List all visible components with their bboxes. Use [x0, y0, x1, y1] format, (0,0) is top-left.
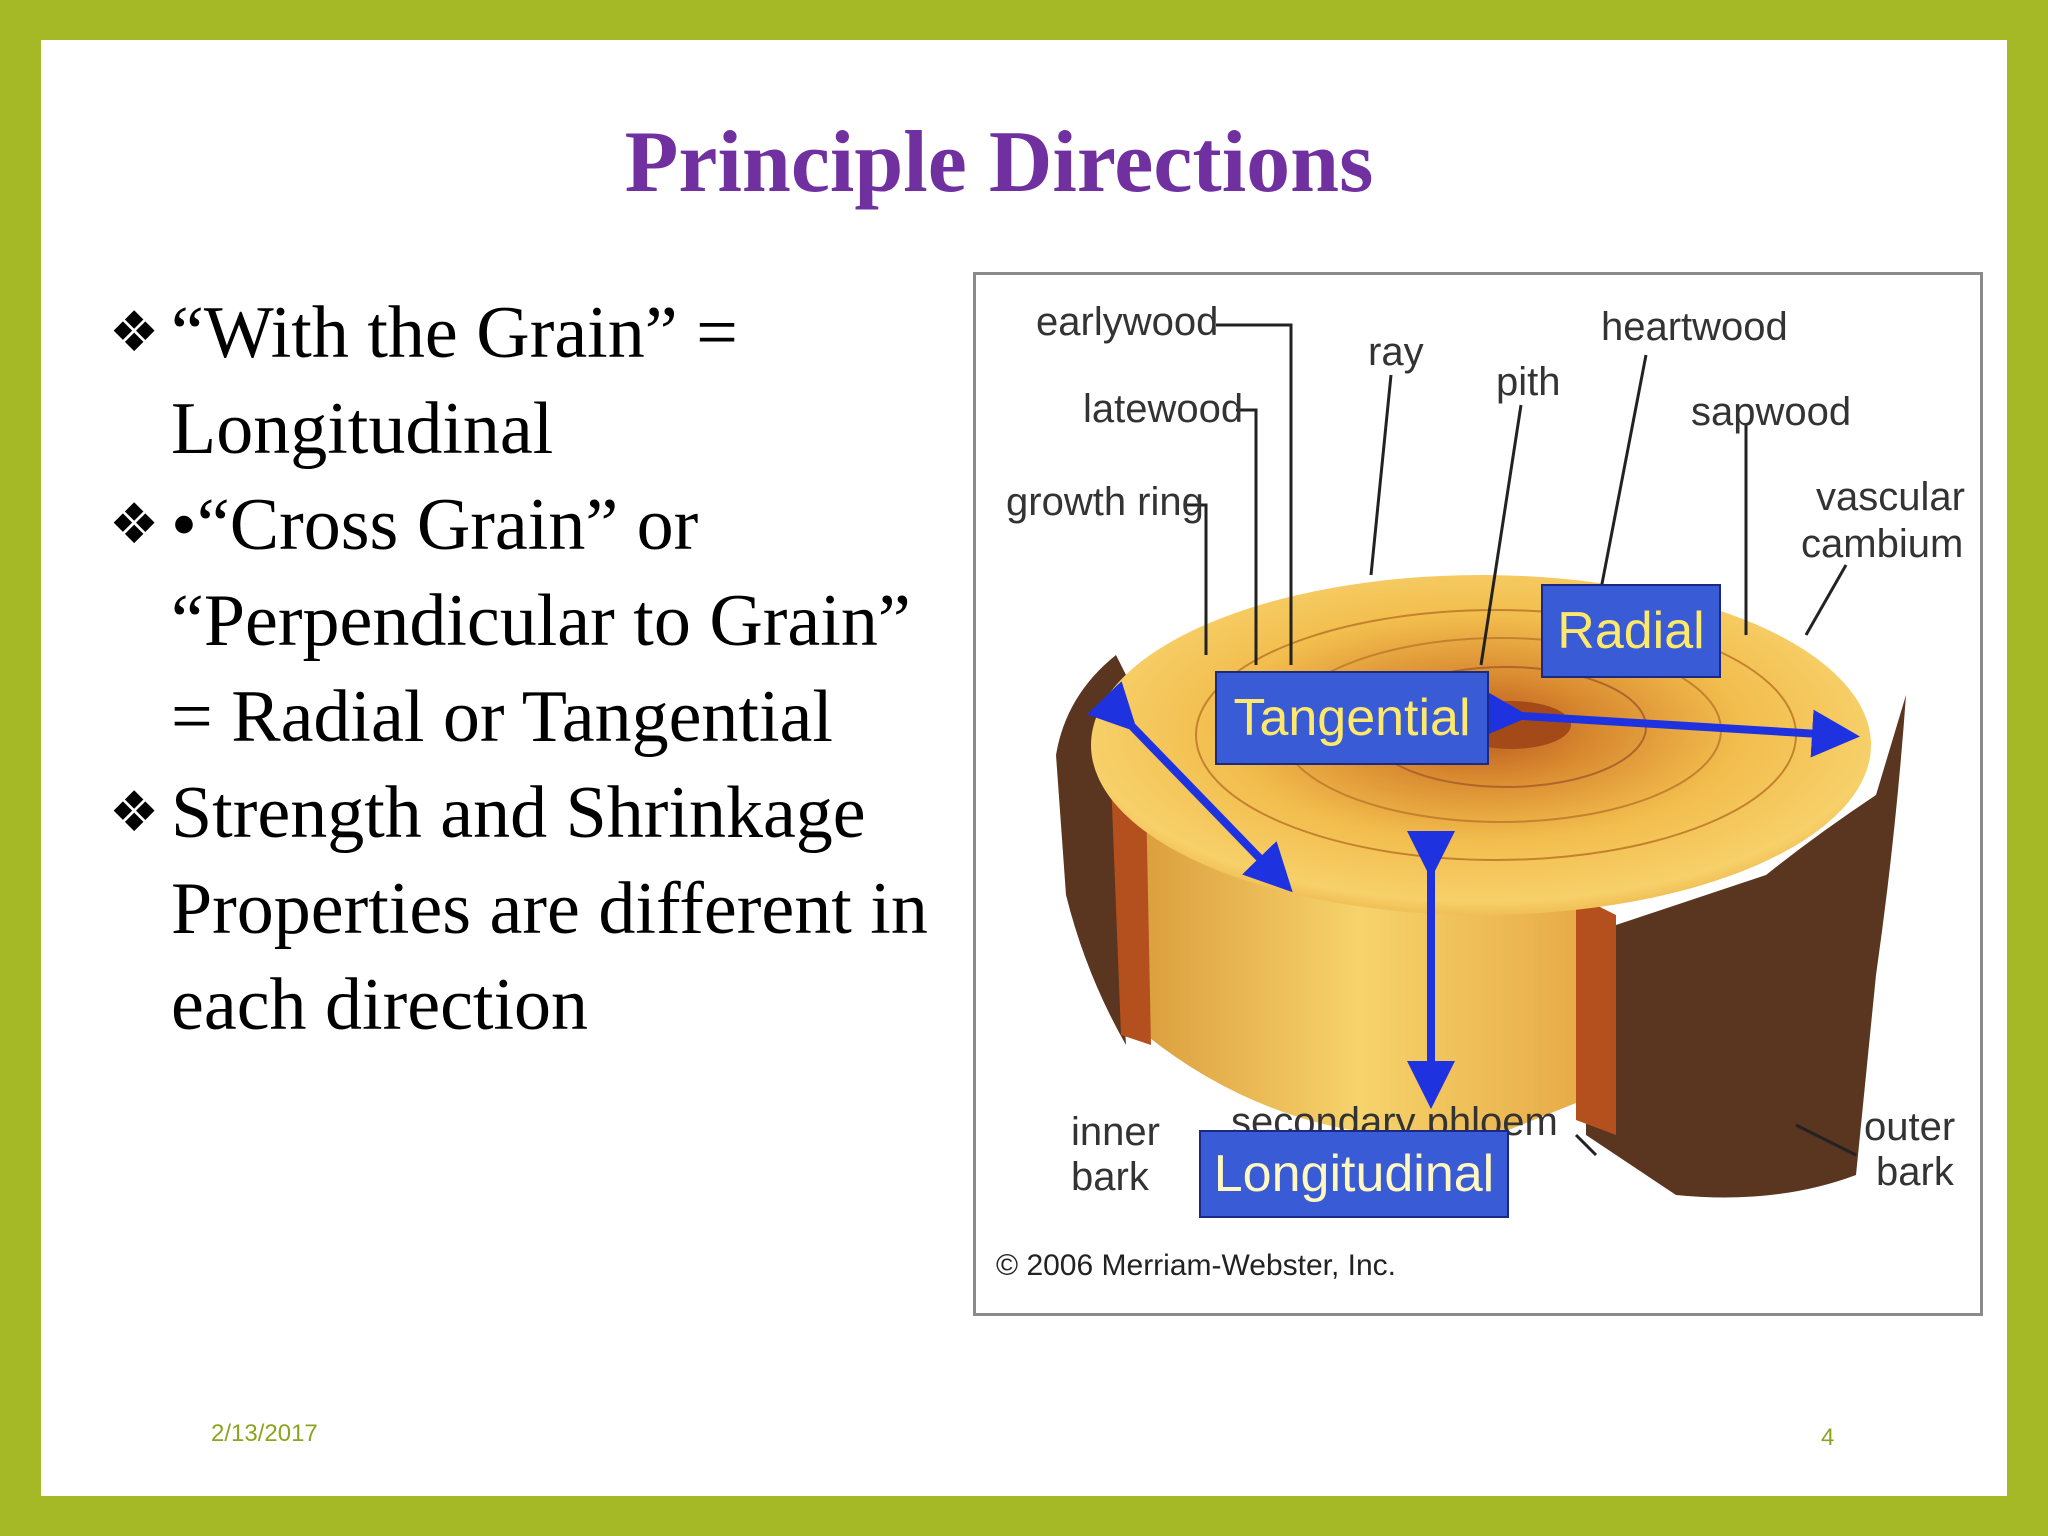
label-outer: outer	[1864, 1105, 1955, 1149]
label-outer-bark: bark	[1876, 1150, 1955, 1194]
diamond-bullet-icon: ❖	[109, 300, 160, 365]
label-inner-bark: bark	[1071, 1155, 1150, 1199]
copyright-notice: © 2006 Merriam-Webster, Inc.	[996, 1249, 1396, 1282]
tangential-arrow	[1087, 681, 1293, 893]
tangential-box	[1215, 671, 1489, 765]
bullet-item: ❖“With the Grain” = Longitudinal	[109, 285, 931, 477]
footer-page-number: 4	[1821, 1424, 1835, 1451]
longitudinal-box	[1199, 1130, 1509, 1218]
diamond-bullet-icon: ❖	[109, 780, 160, 845]
diamond-bullet-icon: ❖	[109, 492, 160, 557]
label-growth-ring: growth ring	[1006, 480, 1204, 524]
inner-bark-right	[1576, 895, 1616, 1135]
tree-trunk-diagram: earlywood latewood growth ring ray pith …	[973, 272, 1983, 1316]
tangential-label: Tangential	[1233, 689, 1470, 747]
trunk-illustration: earlywood latewood growth ring ray pith …	[996, 300, 1965, 1282]
footer-date: 2/13/2017	[211, 1420, 318, 1447]
label-sapwood: sapwood	[1691, 390, 1851, 434]
label-heartwood: heartwood	[1601, 305, 1788, 349]
bullet-item: ❖Strength and Shrinkage Properties are d…	[109, 765, 931, 1053]
bullet-text: •“Cross Grain” or “Perpendicular to Grai…	[171, 484, 911, 758]
radial-arrow	[1480, 689, 1860, 758]
label-pith: pith	[1496, 360, 1561, 404]
label-inner: inner	[1071, 1110, 1160, 1154]
bullet-text: “With the Grain” = Longitudinal	[171, 292, 738, 470]
direction-arrows	[1087, 681, 1860, 1109]
label-cambium: cambium	[1801, 522, 1963, 566]
slide-title: Principle Directions	[624, 114, 1374, 211]
label-ray: ray	[1368, 330, 1424, 374]
bullet-text: Strength and Shrinkage Properties are di…	[171, 772, 928, 1046]
longitudinal-label: Longitudinal	[1214, 1145, 1494, 1203]
radial-label: Radial	[1557, 602, 1704, 660]
radial-box	[1541, 584, 1721, 678]
label-vascular: vascular	[1816, 475, 1965, 519]
label-latewood: latewood	[1083, 387, 1243, 431]
slide: Principle Directions ❖“With the Grain” =…	[41, 40, 2007, 1496]
label-earlywood: earlywood	[1036, 300, 1218, 344]
bullet-list: ❖“With the Grain” = Longitudinal ❖•“Cros…	[109, 285, 931, 1053]
leader-lines	[1186, 323, 1857, 1176]
outer-bark-shape	[1586, 695, 1906, 1198]
bullet-item: ❖•“Cross Grain” or “Perpendicular to Gra…	[109, 477, 931, 765]
